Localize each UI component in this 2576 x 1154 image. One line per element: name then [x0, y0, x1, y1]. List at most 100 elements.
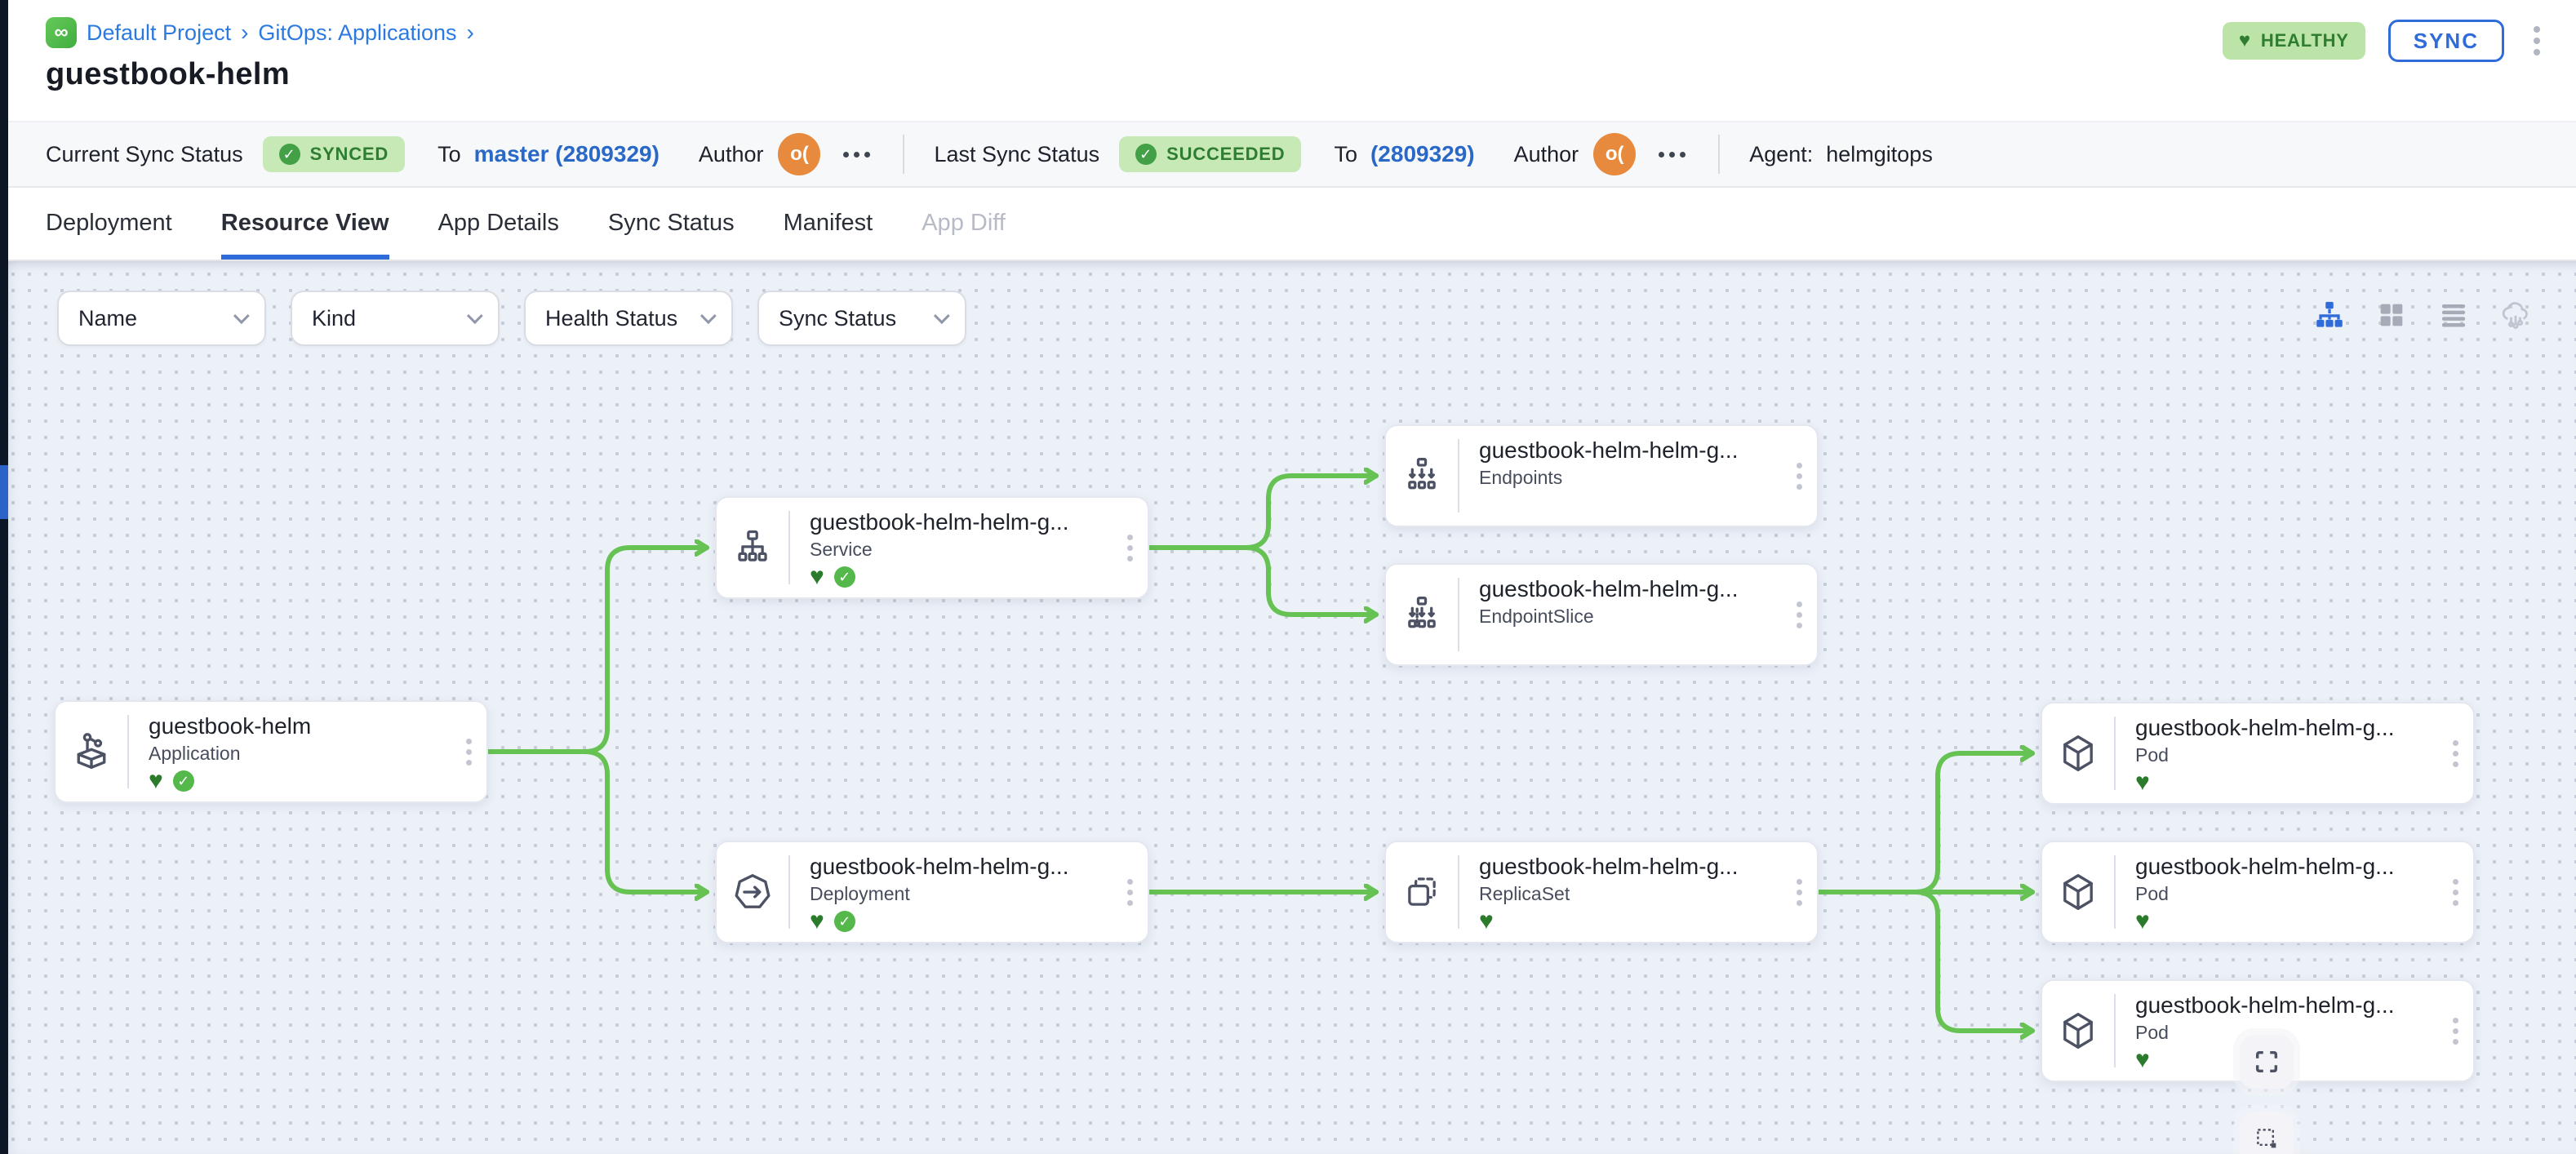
- health-heart-icon: ♥: [810, 908, 824, 934]
- sync-button[interactable]: SYNC: [2387, 20, 2504, 62]
- current-revision-link[interactable]: master (2809329): [473, 141, 660, 166]
- commit-more-button[interactable]: [1655, 145, 1689, 164]
- resource-name: guestbook-helm-helm-g...: [1479, 854, 1739, 879]
- resource-kind: Pod: [2135, 744, 2169, 766]
- sync-status-bar: Current Sync Status ✓ SYNCED To master (…: [0, 121, 2576, 188]
- current-sync-status-label: Current Sync Status: [46, 141, 243, 166]
- edge-app-to-service: [486, 548, 709, 754]
- resource-node-endpointslice[interactable]: guestbook-helm-helm-g...EndpointSlice: [1384, 563, 1819, 666]
- tab-resource-view[interactable]: Resource View: [220, 188, 389, 260]
- sidebar-active-indicator: [0, 465, 8, 519]
- divider: [788, 511, 790, 584]
- resource-node-pod1[interactable]: guestbook-helm-helm-g...Pod♥: [2041, 702, 2475, 805]
- cloud-topology-icon[interactable]: [2498, 297, 2534, 333]
- chevron-down-icon: [933, 308, 950, 325]
- health-status-badge: ♥ HEALTHY: [2222, 22, 2365, 60]
- to-label: To: [1334, 141, 1357, 166]
- tree-view-icon[interactable]: [2312, 297, 2347, 333]
- resource-node-endpoints[interactable]: guestbook-helm-helm-g... Endpoints: [1384, 424, 1819, 527]
- node-menu-button[interactable]: [1112, 498, 1148, 597]
- divider: [903, 135, 905, 174]
- tab-app-details[interactable]: App Details: [437, 209, 559, 236]
- application-icon: [56, 702, 127, 801]
- deployment-icon: [717, 842, 788, 942]
- edge-app-to-deployment: [486, 749, 709, 892]
- divider: [788, 855, 790, 929]
- check-circle-icon: ✓: [278, 144, 300, 165]
- app-menu-kebab-button[interactable]: [2527, 21, 2547, 60]
- grid-view-icon[interactable]: [2374, 297, 2409, 333]
- author-avatar[interactable]: o(: [1593, 133, 1637, 175]
- last-sync-status-label: Last Sync Status: [934, 141, 1100, 166]
- resource-name: guestbook-helm-helm-g...: [2135, 992, 2395, 1018]
- resource-node-pod3[interactable]: guestbook-helm-helm-g... Pod ♥: [2041, 979, 2475, 1082]
- commit-more-button[interactable]: [840, 145, 873, 164]
- author-label: Author: [1513, 141, 1579, 166]
- last-revision-link[interactable]: (2809329): [1370, 141, 1475, 166]
- health-heart-icon: ♥: [2135, 1046, 2150, 1073]
- node-menu-button[interactable]: [1112, 842, 1148, 942]
- filter-sync-status-dropdown[interactable]: Sync Status: [757, 291, 966, 346]
- resource-kind: EndpointSlice: [1479, 606, 1594, 627]
- breadcrumb-section-link[interactable]: GitOps: Applications: [258, 20, 457, 45]
- page-header: ∞ Default Project › GitOps: Applications…: [0, 0, 2576, 121]
- resource-node-replicaset[interactable]: guestbook-helm-helm-g...ReplicaSet♥: [1384, 841, 1819, 943]
- resource-name: guestbook-helm-helm-g...: [2135, 854, 2395, 879]
- node-menu-button[interactable]: [1781, 842, 1817, 942]
- health-heart-icon: ♥: [149, 767, 163, 794]
- author-avatar[interactable]: o(: [778, 133, 821, 175]
- node-menu-button[interactable]: [451, 702, 486, 801]
- endpointslice-icon: [1386, 565, 1458, 664]
- tab-deployment[interactable]: Deployment: [46, 209, 172, 236]
- agent-label: Agent:: [1749, 141, 1814, 166]
- node-menu-button[interactable]: [2437, 842, 2473, 942]
- breadcrumb: ∞ Default Project › GitOps: Applications…: [46, 16, 2543, 49]
- agent-value: helmgitops: [1826, 141, 1933, 166]
- resource-name: guestbook-helm-helm-g...: [2135, 715, 2395, 740]
- divider: [2114, 994, 2116, 1067]
- divider: [1718, 135, 1721, 174]
- list-view-icon[interactable]: [2436, 297, 2472, 333]
- node-menu-button[interactable]: [2437, 981, 2473, 1081]
- filter-health-status-dropdown[interactable]: Health Status: [524, 291, 733, 346]
- sync-check-icon: ✓: [833, 566, 855, 588]
- resource-node-pod2[interactable]: guestbook-helm-helm-g...Pod♥: [2041, 841, 2475, 943]
- tab-manifest[interactable]: Manifest: [783, 209, 873, 236]
- filter-row: Name Kind Health Status Sync Status: [57, 291, 966, 346]
- sync-check-icon: ✓: [172, 770, 194, 792]
- heart-icon: ♥: [2238, 29, 2251, 51]
- resource-graph-canvas[interactable]: Name Kind Health Status Sync Status: [0, 261, 2576, 1154]
- resource-kind: Endpoints: [1479, 467, 1563, 488]
- filter-name-dropdown[interactable]: Name: [57, 291, 266, 346]
- edge-replicaset-to-pod1: [1816, 753, 2035, 894]
- filter-kind-dropdown[interactable]: Kind: [291, 291, 500, 346]
- divider: [1458, 855, 1459, 929]
- resource-kind: Pod: [2135, 883, 2169, 904]
- resource-name: guestbook-helm-helm-g...: [1479, 437, 1739, 463]
- node-menu-button[interactable]: [2437, 703, 2473, 803]
- replicaset-icon: [1386, 842, 1458, 942]
- divider: [1458, 578, 1459, 651]
- breadcrumb-project-link[interactable]: Default Project: [87, 20, 232, 45]
- resource-node-deployment[interactable]: guestbook-helm-helm-g...Deployment♥✓: [715, 841, 1149, 943]
- edge-service-to-endpoints: [1147, 476, 1379, 550]
- node-menu-button[interactable]: [1781, 565, 1817, 664]
- resource-node-service[interactable]: guestbook-helm-helm-g...Service♥✓: [715, 496, 1149, 599]
- to-label: To: [437, 141, 461, 166]
- resource-kind: Pod: [2135, 1022, 2169, 1043]
- fit-view-button[interactable]: [2240, 1035, 2294, 1089]
- node-menu-button[interactable]: [1781, 426, 1817, 526]
- resource-kind: Application: [149, 743, 241, 764]
- select-area-button[interactable]: [2240, 1112, 2294, 1154]
- chevron-down-icon: [466, 308, 483, 325]
- divider: [1458, 439, 1459, 513]
- tab-sync-status[interactable]: Sync Status: [607, 209, 735, 236]
- edge-service-to-endpointslice: [1147, 545, 1379, 615]
- resource-name: guestbook-helm-helm-g...: [810, 509, 1069, 535]
- graph-edges: [486, 261, 2035, 1154]
- health-heart-icon: ♥: [1479, 908, 1494, 934]
- service-icon: [717, 498, 788, 597]
- tab-app-diff[interactable]: App Diff: [922, 209, 1006, 236]
